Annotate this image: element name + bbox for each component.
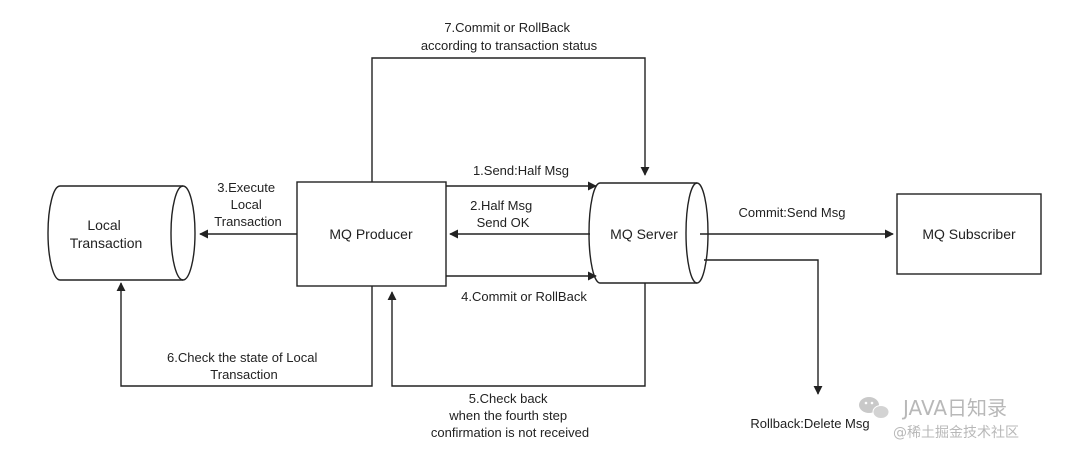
watermark: JAVA日知录 @稀土掘金技术社区 bbox=[859, 396, 1019, 441]
step4-label: 4.Commit or RollBack bbox=[461, 289, 587, 304]
step1-label: 1.Send:Half Msg bbox=[473, 163, 569, 178]
svg-text:Local Transaction: Local Transaction bbox=[70, 217, 143, 251]
edge-commit: Commit:Send Msg bbox=[700, 205, 894, 239]
local-transaction-node: Local Transaction bbox=[47, 185, 196, 281]
mq-subscriber-node: MQ Subscriber bbox=[896, 193, 1042, 275]
local-transaction-label-line2: Transaction bbox=[70, 235, 143, 251]
step5-label-line2: when the fourth step bbox=[448, 408, 567, 423]
step7-label-line1: 7.Commit or RollBack bbox=[444, 20, 570, 35]
rollback-label: Rollback:Delete Msg bbox=[750, 416, 869, 431]
svg-text:6.Check the state of Local: 6.Check the state of Local Transaction bbox=[167, 350, 321, 382]
step2-label-line1: 2.Half Msg bbox=[470, 198, 532, 213]
svg-text:3.Execute Local Tr: 3.Execute Local Transaction bbox=[214, 180, 281, 229]
mq-producer-label: MQ Producer bbox=[329, 226, 413, 242]
mq-subscriber-label: MQ Subscriber bbox=[922, 226, 1016, 242]
edge-step1: 1.Send:Half Msg bbox=[446, 163, 597, 191]
step3-label-line2: Local bbox=[231, 197, 262, 212]
edge-step6: 6.Check the state of Local Transaction bbox=[116, 282, 373, 387]
step5-label-line3: confirmation is not received bbox=[431, 425, 589, 440]
step5-label-line1: 5.Check back bbox=[469, 391, 548, 406]
commit-label: Commit:Send Msg bbox=[739, 205, 846, 220]
local-transaction-label-line1: Local bbox=[87, 217, 120, 233]
svg-text:7.Commit or RollBack acc: 7.Commit or RollBack according to transa… bbox=[421, 20, 598, 53]
edge-step7: 7.Commit or RollBack according to transa… bbox=[371, 20, 650, 182]
step3-label-line1: 3.Execute bbox=[217, 180, 275, 195]
step3-label-line3: Transaction bbox=[214, 214, 281, 229]
step2-label-line2: Send OK bbox=[477, 215, 530, 230]
watermark-line2: @稀土掘金技术社区 bbox=[893, 425, 1019, 441]
edge-step2: 2.Half Msg Send OK bbox=[449, 198, 590, 239]
watermark-line1: JAVA日知录 bbox=[901, 396, 1007, 420]
edge-rollback: Rollback:Delete Msg bbox=[704, 259, 870, 431]
edge-step4: 4.Commit or RollBack bbox=[446, 271, 597, 304]
mq-server-label: MQ Server bbox=[610, 226, 678, 242]
step7-label-line2: according to transaction status bbox=[421, 38, 598, 53]
mq-server-node: MQ Server bbox=[588, 182, 709, 284]
edge-step3: 3.Execute Local Transaction bbox=[199, 180, 297, 239]
step6-label-line1: 6.Check the state of Local bbox=[167, 350, 317, 365]
edge-step5: 5.Check back when the fourth step confir… bbox=[387, 283, 646, 440]
svg-text:5.Check back when the fo: 5.Check back when the fourth step confir… bbox=[431, 391, 589, 440]
mq-producer-node: MQ Producer bbox=[296, 181, 447, 287]
svg-text:2.Half Msg Send OK: 2.Half Msg Send OK bbox=[470, 198, 536, 230]
wechat-icon bbox=[859, 397, 890, 419]
step6-label-line2: Transaction bbox=[210, 367, 277, 382]
